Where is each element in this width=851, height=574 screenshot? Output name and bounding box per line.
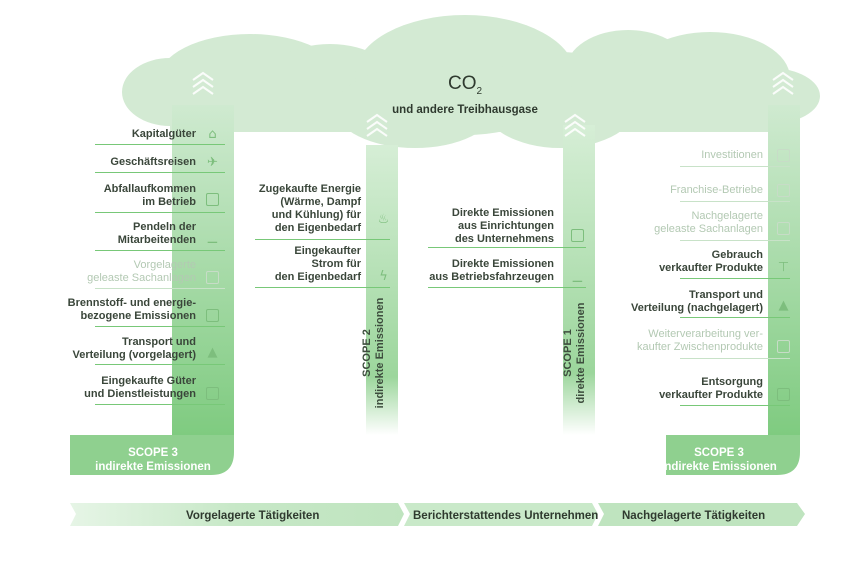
- leased-building-icon: [206, 271, 219, 284]
- factory-icon: [206, 387, 219, 400]
- scope3-upstream-label: SCOPE 3 indirekte Emissionen: [95, 447, 211, 473]
- timeline-bar: [70, 503, 805, 526]
- vehicle-icon: ⚊: [571, 271, 584, 286]
- truck-icon: ▲: [778, 298, 789, 313]
- facility-icon: [571, 229, 584, 242]
- item-franchise: Franchise-Betriebe: [670, 184, 763, 196]
- item-end-of-life: Entsorgung verkaufter Produkte: [659, 376, 763, 401]
- downstream-activities-label: Nachgelagerte Tätigkeiten: [622, 510, 766, 522]
- item-fuel-energy: Brennstoff- und energie- bezogene Emissi…: [67, 297, 196, 322]
- car-icon: ⚊: [206, 232, 219, 247]
- item-commuting: Pendeln der Mitarbeitenden: [117, 221, 196, 246]
- item-purchased-heat: Zugekaufte Energie (Wärme, Dampf und Küh…: [258, 183, 361, 234]
- upstream-activities-label: Vorgelagerte Tätigkeiten: [186, 510, 320, 522]
- item-investments: Investitionen: [701, 149, 763, 161]
- item-downstream-leased: Nachgelagerte geleaste Sachanlagen: [654, 210, 763, 235]
- co2-subtitle: und andere Treibhausgase: [392, 103, 538, 116]
- item-direct-facilities: Direkte Emissionen aus Einrichtungen des…: [451, 207, 554, 245]
- item-product-use: Gebrauch verkaufter Produkte: [659, 249, 763, 274]
- scope2-label: SCOPE 2 indirekte Emissionen: [361, 297, 386, 409]
- factory-icon: [777, 340, 790, 353]
- shop-icon: [777, 184, 790, 197]
- item-purchased-goods: Eingekaufte Güter und Dienstleistungen: [84, 375, 196, 400]
- chart-icon: [777, 149, 790, 162]
- trash-bin-icon: [206, 193, 219, 206]
- truck-icon: ▲: [207, 345, 218, 360]
- item-downstream-transport: Transport und Verteilung (nachgelagert): [630, 289, 763, 314]
- item-upstream-transport: Transport und Verteilung (vorgelagert): [72, 336, 196, 361]
- steam-icon: ♨: [377, 212, 390, 227]
- item-purchased-electricity: Eingekaufter Strom für den Eigenbedarf: [274, 245, 361, 283]
- lightning-icon: ϟ: [379, 269, 388, 284]
- building-icon: ⌂: [208, 127, 217, 142]
- scope3-downstream-label: SCOPE 3 indirekte Emissionen: [661, 447, 777, 473]
- shirt-icon: ⊤: [777, 260, 790, 275]
- item-waste: Abfallaufkommen im Betrieb: [103, 183, 196, 208]
- co2-header: CO2 und andere Treibhausgase: [360, 73, 570, 117]
- fuel-pump-icon: [206, 309, 219, 322]
- airplane-icon: ✈: [207, 155, 218, 170]
- reporting-company-label: Berichterstattendes Unternehmen: [413, 510, 599, 522]
- co2-title: CO2: [447, 73, 483, 97]
- leased-building-icon: [777, 222, 790, 235]
- item-processing: Weiterverarbeitung ver- kaufter Zwischen…: [637, 328, 763, 353]
- item-capital-goods: Kapitalgüter: [131, 128, 196, 140]
- trash-bin-icon: [777, 388, 790, 401]
- item-business-travel: Geschäftsreisen: [110, 156, 196, 168]
- item-upstream-leased: Vorgelagerte geleaste Sachanlagen: [87, 259, 196, 284]
- item-direct-vehicles: Direkte Emissionen aus Betriebsfahrzeuge…: [429, 258, 554, 283]
- cloud-group: [122, 15, 820, 148]
